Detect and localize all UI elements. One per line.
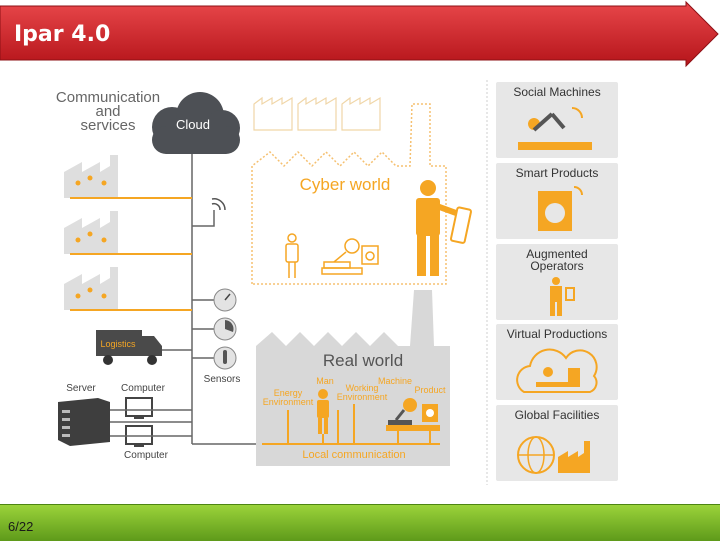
panel-augmented-operators: Augmented Operators <box>496 244 618 320</box>
page-title: Ipar 4.0 <box>14 22 111 47</box>
logistics-label: Logistics <box>100 339 136 349</box>
energy-env-line2: Environment <box>263 397 314 407</box>
computer-icon-top <box>125 397 153 419</box>
working-env-line1: Working <box>346 383 379 393</box>
computer-top-label: Computer <box>121 383 166 394</box>
wifi-icon <box>211 198 226 211</box>
sensors-label: Sensors <box>204 374 241 385</box>
product-label: Product <box>414 385 446 395</box>
real-world-label: Real world <box>323 351 403 370</box>
energy-env-line1: Energy <box>274 388 303 398</box>
smart-product-washer-icon <box>538 186 583 231</box>
cyber-world-label: Cyber world <box>300 175 391 194</box>
comm-services-line1: Communication <box>56 89 160 106</box>
cyber-ghost-roofs <box>253 96 381 131</box>
augmented-operator-icon <box>550 277 575 316</box>
virtual-production-cloud-icon <box>516 348 598 393</box>
cyber-robot-outline-icon <box>321 238 379 275</box>
title-banner <box>0 0 719 68</box>
panel-label: Global Facilities <box>514 408 600 422</box>
local-comm-label: Local communication <box>302 449 405 461</box>
man-label: Man <box>316 376 334 386</box>
industry-4-diagram: Communication and services Cloud Logi <box>56 80 488 485</box>
globe-factory-icon <box>517 436 590 474</box>
panel-label: Smart Products <box>515 166 599 180</box>
panel-label: Social Machines <box>513 85 601 99</box>
machine-label: Machine <box>378 376 412 386</box>
panel-global-facilities: Global Facilities <box>496 405 618 481</box>
gauge-sensor-icon <box>213 288 237 312</box>
comm-services-line3: services <box>80 117 135 134</box>
panel-social-machines: Social Machines <box>496 82 618 158</box>
truck-icon <box>96 330 162 365</box>
real-world-man-icon <box>317 389 329 434</box>
panel-label: Augmented <box>526 247 588 261</box>
operator-with-tablet-icon <box>416 180 472 276</box>
cyber-world-frame <box>251 103 447 285</box>
real-world-robot-icon <box>386 398 440 431</box>
cloud-label: Cloud <box>176 117 210 132</box>
working-env-line2: Environment <box>337 392 388 402</box>
cloud-icon <box>152 92 240 154</box>
cyber-man-outline-icon <box>285 233 299 278</box>
computer-icon-bottom <box>125 425 153 447</box>
social-machine-robot-icon <box>518 107 592 150</box>
panel-virtual-productions: Virtual Productions <box>496 324 618 400</box>
dial-sensor-icon <box>213 317 237 341</box>
footer-bar: 6/22 <box>0 504 720 541</box>
comm-services-line2: and <box>95 103 120 120</box>
page-number: 6/22 <box>8 519 34 534</box>
panel-label: Virtual Productions <box>506 327 608 341</box>
computer-bottom-label: Computer <box>124 450 169 461</box>
server-icon <box>58 398 110 446</box>
thermometer-sensor-icon <box>213 346 237 370</box>
server-label: Server <box>66 383 96 394</box>
panel-smart-products: Smart Products <box>496 163 618 239</box>
panel-label: Operators <box>530 259 584 273</box>
